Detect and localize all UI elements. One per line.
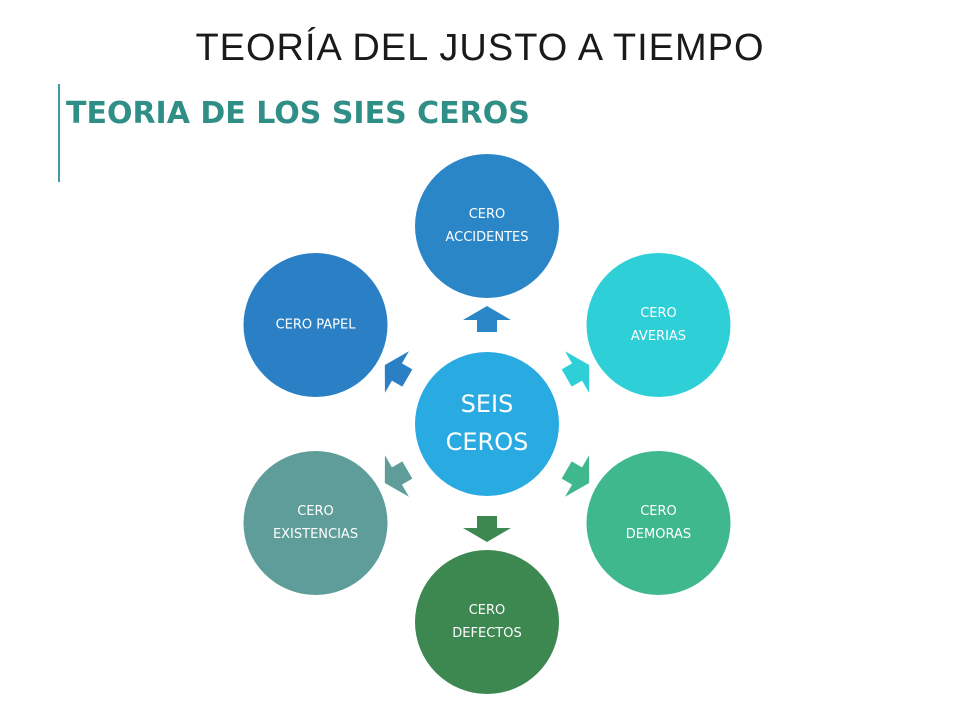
node-label-averias: AVERIAS [631, 329, 686, 344]
node-label-demoras: CERO [640, 504, 677, 519]
node-defectos: CERO DEFECTOS [415, 550, 559, 694]
node-circle-averias [586, 253, 731, 397]
node-label-defectos: CERO [469, 603, 506, 618]
center-node-label: CEROS [446, 428, 529, 456]
diagram-nodes: CEROACCIDENTESCEROAVERIASCERODEMORASCERO… [243, 154, 731, 694]
node-circle-accidentes [415, 154, 559, 298]
arrow-accidentes-icon [463, 306, 511, 332]
node-circle-defectos [415, 550, 559, 694]
node-label-averias: CERO [640, 306, 677, 321]
node-label-accidentes: CERO [469, 207, 506, 222]
node-papel: CERO PAPEL [243, 253, 388, 397]
node-label-papel: CERO PAPEL [276, 318, 357, 333]
node-demoras: CERO DEMORAS [586, 451, 731, 595]
node-label-existencias: EXISTENCIAS [273, 527, 358, 542]
node-circle-demoras [586, 451, 731, 595]
arrow-existencias-icon [384, 455, 413, 497]
page-title: TEORÍA DEL JUSTO A TIEMPO [195, 27, 765, 69]
page-subtitle: TEORIA DE LOS SIES CEROS [66, 96, 530, 131]
center-node-group: SEIS CEROS [415, 352, 559, 496]
node-accidentes: CERO ACCIDENTES [415, 154, 559, 298]
node-existencias: CERO EXISTENCIAS [243, 451, 388, 595]
arrow-papel-icon [384, 351, 413, 393]
connector-arrows [384, 306, 590, 542]
node-label-accidentes: ACCIDENTES [445, 230, 528, 245]
node-label-demoras: DEMORAS [626, 527, 691, 542]
node-averias: CERO AVERIAS [586, 253, 731, 397]
arrow-demoras-icon [561, 455, 590, 497]
node-label-existencias: CERO [297, 504, 334, 519]
node-circle-existencias [243, 451, 388, 595]
center-node [415, 352, 559, 496]
center-node-label: SEIS [461, 390, 514, 418]
node-circle-papel [243, 253, 388, 397]
node-label-defectos: DEFECTOS [452, 626, 521, 641]
accent-bar [58, 84, 60, 182]
arrow-averias-icon [561, 351, 590, 393]
arrow-defectos-icon [463, 516, 511, 542]
